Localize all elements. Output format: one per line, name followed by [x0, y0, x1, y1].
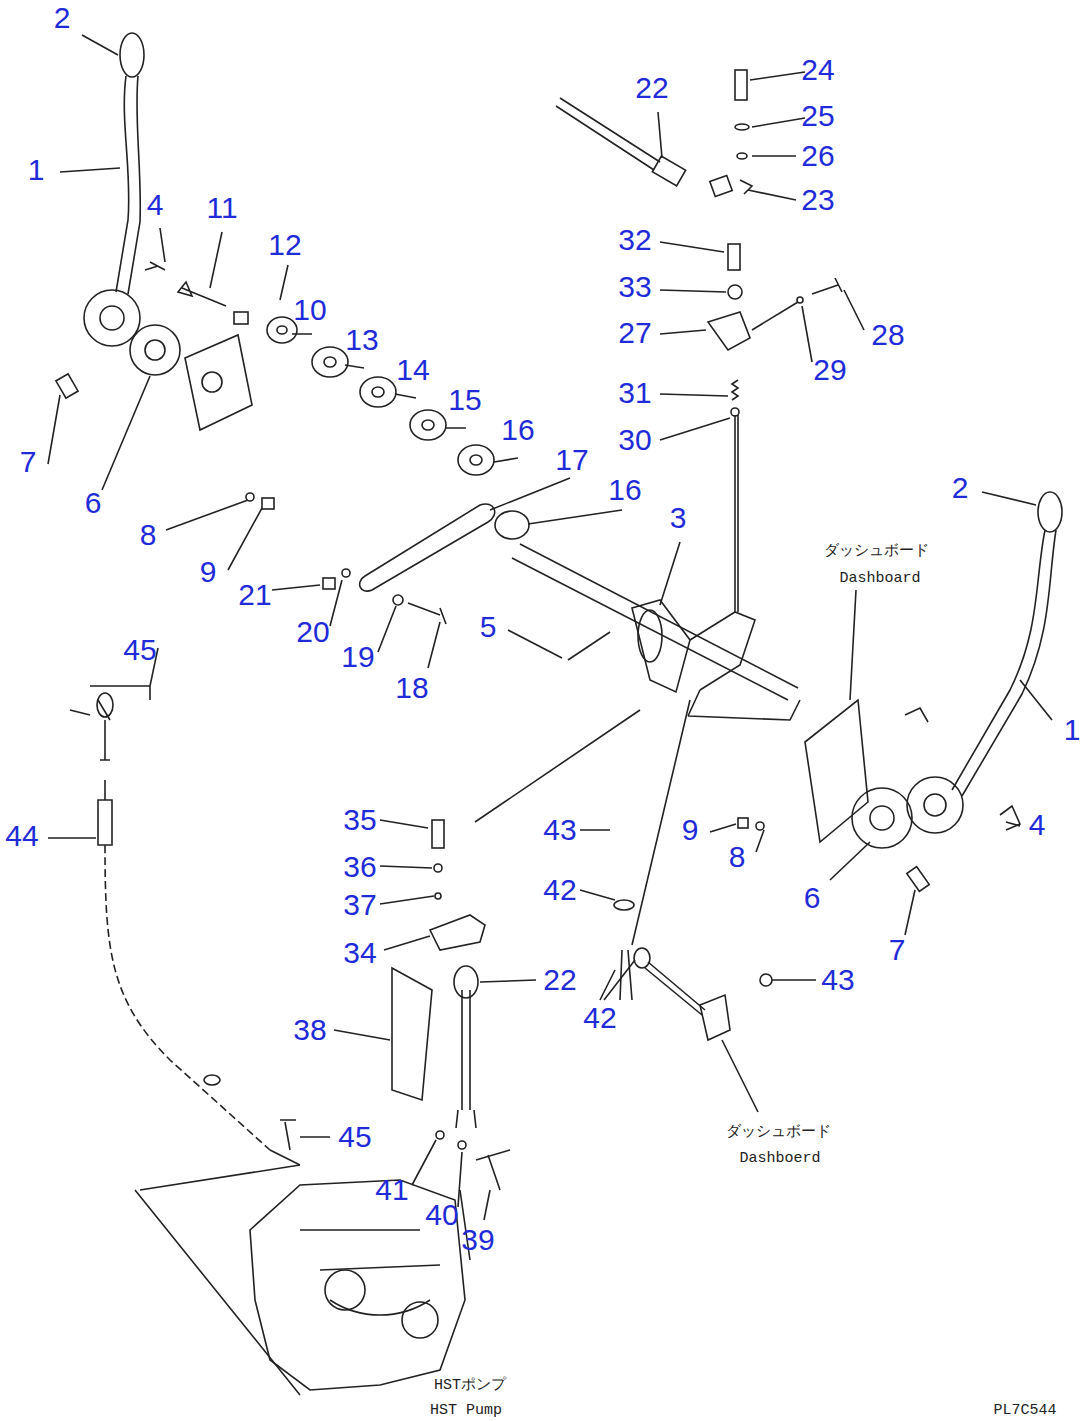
part-label: ダッシュボード: [822, 544, 931, 559]
callout-number: 42: [583, 1003, 616, 1033]
callout-number: 36: [343, 852, 376, 882]
callout-number: 18: [395, 673, 428, 703]
callout-number: 4: [147, 190, 164, 220]
callout-number: 12: [268, 230, 301, 260]
callout-number: 6: [85, 488, 102, 518]
callout-number: 20: [296, 617, 329, 647]
callout-number: 43: [543, 815, 576, 845]
callout-number: 24: [801, 55, 834, 85]
callout-number: 10: [293, 295, 326, 325]
callout-number: 11: [206, 193, 237, 223]
callout-number: 6: [804, 883, 821, 913]
callout-number: 29: [813, 355, 846, 385]
callout-number: 3: [670, 503, 687, 533]
part-label: Dashboard: [837, 571, 922, 586]
callout-number: 45: [123, 635, 156, 665]
callout-number: 39: [461, 1225, 494, 1255]
callout-number: 13: [345, 325, 378, 355]
part-label: PL7C544: [991, 1403, 1058, 1418]
callout-number: 2: [952, 473, 969, 503]
callout-number: 35: [343, 805, 376, 835]
callout-number: 7: [889, 935, 906, 965]
callout-number: 22: [635, 73, 668, 103]
callout-number: 38: [293, 1015, 326, 1045]
callout-number: 27: [618, 318, 651, 348]
callout-number: 1: [28, 155, 45, 185]
callout-number: 15: [448, 385, 481, 415]
callout-number: 31: [618, 378, 651, 408]
callout-number: 7: [20, 447, 37, 477]
callout-number: 45: [338, 1122, 371, 1152]
callout-number: 16: [501, 415, 534, 445]
callout-number: 2: [54, 3, 71, 33]
callout-number: 32: [618, 225, 651, 255]
callout-number: 26: [801, 141, 834, 171]
callout-number: 22: [543, 965, 576, 995]
callout-number: 4: [1029, 810, 1046, 840]
part-label: HST Pump: [428, 1403, 504, 1418]
callout-number: 14: [396, 355, 429, 385]
callout-number: 9: [682, 815, 699, 845]
callout-number: 34: [343, 938, 376, 968]
callout-number: 17: [555, 445, 588, 475]
callout-number: 43: [821, 965, 854, 995]
part-label: Dashboerd: [737, 1151, 822, 1166]
callout-number: 8: [140, 520, 157, 550]
callout-number: 30: [618, 425, 651, 455]
callout-number: 1: [1064, 715, 1081, 745]
callout-number: 28: [871, 320, 904, 350]
callout-number: 16: [608, 475, 641, 505]
callout-number: 44: [5, 821, 38, 851]
part-label: HSTポンプ: [432, 1378, 508, 1393]
callout-number: 41: [375, 1175, 408, 1205]
callout-number: 9: [200, 557, 217, 587]
part-label: ダッシュボード: [724, 1125, 833, 1140]
callout-number: 40: [425, 1200, 458, 1230]
callout-number: 5: [480, 612, 497, 642]
callout-number: 42: [543, 875, 576, 905]
callout-number: 37: [343, 890, 376, 920]
callout-number: 33: [618, 272, 651, 302]
callout-number: 19: [341, 642, 374, 672]
callout-number: 25: [801, 101, 834, 131]
callout-number: 23: [801, 185, 834, 215]
callout-number: 8: [729, 842, 746, 872]
callout-number: 21: [238, 580, 271, 610]
